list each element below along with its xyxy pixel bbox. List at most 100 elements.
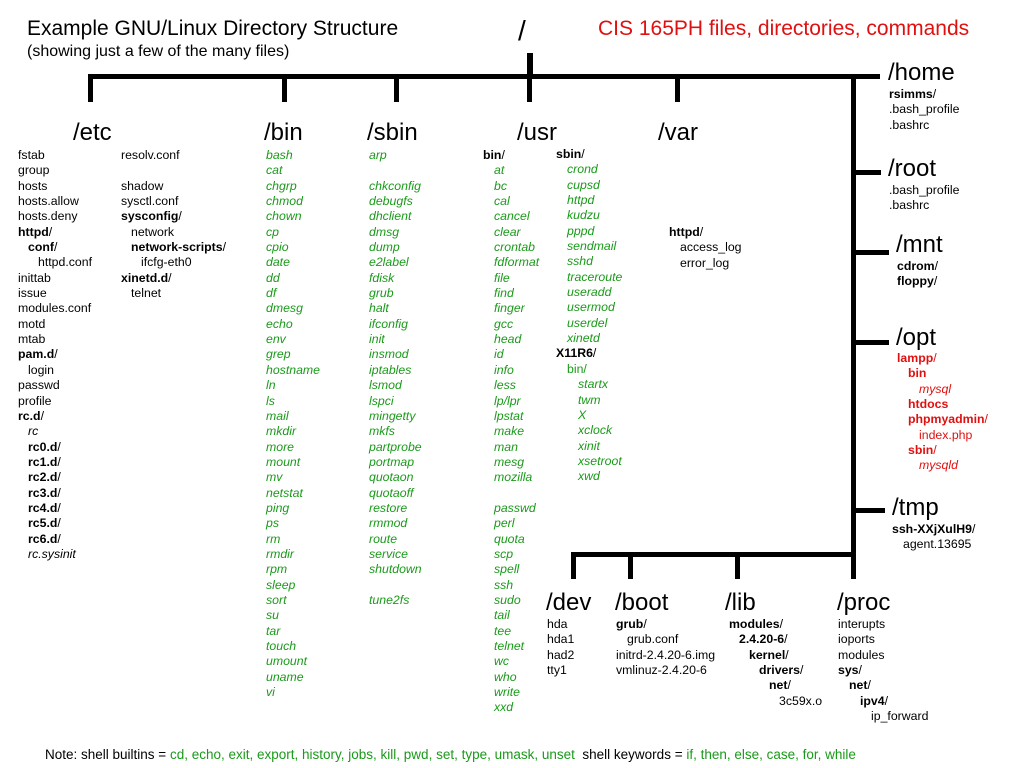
entry-name: su [266,608,279,623]
entry-name: cancel [494,209,530,224]
list-item: initrd-2.4.20-6.img [616,648,715,663]
entry-name: xinetd [567,331,600,346]
list-item: head [483,332,539,347]
entry-name: ssh [494,577,514,592]
list-item: group [18,163,92,178]
list-item: cpio [266,240,320,255]
entry-name: dd [266,270,280,285]
entry-name: hda [547,617,568,631]
list-item: htdocs [897,397,988,412]
entry-name: uname [266,669,304,684]
list-item: userdel [556,316,622,331]
list-item: mtab [18,332,92,347]
dir-lib-header: /lib [725,589,756,616]
entry-name: dmesg [266,301,303,316]
entry-name: httpd [567,193,595,208]
list-item: xsetroot [556,454,622,469]
entry-name: agent.13695 [903,537,972,552]
entry-name: mail [266,408,289,423]
page-subtitle: (showing just a few of the many files) [27,43,290,60]
entry-name: portmap [369,454,415,469]
list-item: bc [483,179,539,194]
entry-name: rc3.d [28,485,58,500]
entry-name: perl [494,516,515,531]
list-item: hda1 [547,632,574,647]
entry-name: mesg [494,454,525,469]
list-item: agent.13695 [892,537,975,552]
branch-boot [628,552,633,579]
list-item: pppd [556,224,622,239]
entry-name: phpmyadmin [908,412,985,427]
dir-usr-header: /usr [517,119,558,146]
entry-name: modules.conf [18,301,92,316]
branch-bin [282,74,287,102]
tmp-listing: ssh-XXjXulH9/agent.13695 [892,522,975,553]
list-item: rc [18,424,92,439]
entry-name: usermod [567,300,615,315]
list-item: shadow [121,179,226,194]
list-item: quotaon [369,470,422,485]
entry-name: sudo [494,592,521,607]
list-item: restore [369,501,422,516]
entry-name: df [266,286,277,301]
entry-name: xclock [578,423,613,438]
entry-name: rc5.d [28,516,58,531]
list-item: iptables [369,363,422,378]
list-item: quota [483,532,539,547]
entry-suffix: / [48,224,53,239]
entry-name: info [494,362,514,377]
entry-name: access_log [680,240,742,255]
list-item: tar [266,624,320,639]
list-item: chmod [266,194,320,209]
list-item: inittab [18,271,92,286]
list-item [121,163,226,178]
entry-name: modules [838,647,885,662]
list-item: grep [266,347,320,362]
list-item: 3c59x.o [729,694,822,709]
dir-tmp-header: /tmp [892,494,939,521]
course-title: CIS 165PH files, directories, commands [598,17,970,40]
list-item: interupts [838,617,928,632]
branch-sbin [394,74,399,102]
list-item: cdrom/ [897,259,938,274]
list-item: fstab [18,148,92,163]
list-item: mv [266,470,320,485]
list-item: ping [266,501,320,516]
list-item: cancel [483,209,539,224]
entry-name: halt [369,301,389,316]
entry-name: init [369,332,385,347]
list-item: ifcfg-eth0 [121,255,226,270]
list-item: service [369,547,422,562]
list-item: modules/ [729,617,822,632]
entry-name: cal [494,194,510,209]
list-item: file [483,271,539,286]
entry-suffix: / [934,259,939,273]
entry-name: ps [266,516,279,531]
list-item: sshd [556,254,622,269]
list-item: cp [266,225,320,240]
entry-name: ls [266,393,275,408]
list-item: bin [897,366,988,381]
list-item: traceroute [556,270,622,285]
list-item: ps [266,516,320,531]
list-item: rc4.d/ [18,501,92,516]
list-item: hda [547,617,574,632]
list-item: sys/ [838,663,928,678]
entry-name: shutdown [369,562,422,577]
list-item [369,163,422,178]
list-item: mysql [897,382,988,397]
list-item: id [483,347,539,362]
entry-name: debugfs [369,194,413,209]
list-item: make [483,424,539,439]
entry-name: resolv.conf [121,148,180,162]
list-item: fdisk [369,271,422,286]
entry-name: httpd [669,225,700,239]
list-item: ipv4/ [838,694,928,709]
entry-name: ioports [838,632,875,647]
list-item: touch [266,639,320,654]
